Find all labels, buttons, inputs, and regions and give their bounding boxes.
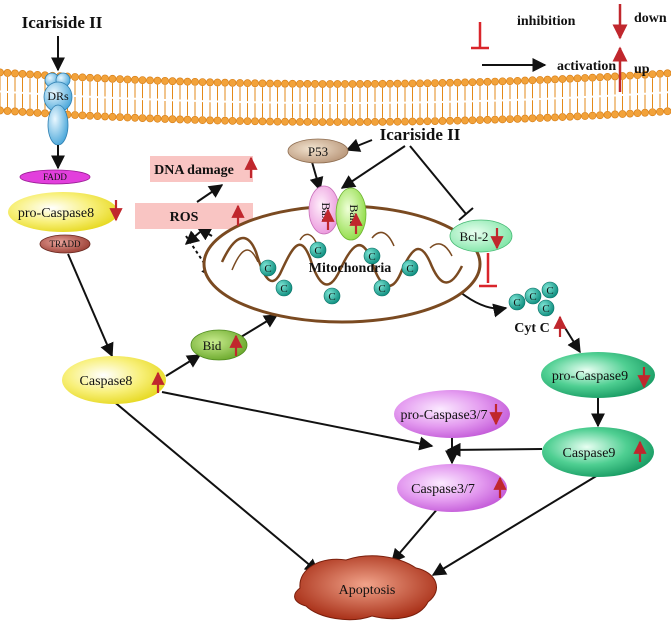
cytochrome-c-ball: C [309, 241, 327, 259]
caspase9-label: Caspase9 [563, 446, 616, 461]
apoptosis-label: Apoptosis [339, 583, 396, 598]
drs-label: DRs [47, 89, 69, 103]
arrow-bid-to-mito [235, 314, 279, 341]
pro-caspase9-label: pro-Caspase9 [552, 369, 628, 384]
legend-inhibition-label: inhibition [517, 14, 576, 29]
bid-label: Bid [203, 338, 222, 353]
arrow-mito-to-ros [196, 227, 213, 241]
arrow-ros-tick [184, 230, 201, 245]
c-label: C [542, 303, 549, 315]
icariside-mid-label: Icariside II [380, 125, 461, 144]
bax-label: Bax [319, 202, 333, 221]
icariside-top-label: Icariside II [22, 13, 103, 32]
c-label: C [264, 263, 271, 275]
p53-label: P53 [308, 144, 328, 159]
cell-membrane [0, 68, 671, 126]
cytochrome-c-ball: C [508, 293, 526, 311]
caspase37-node [397, 464, 507, 512]
arrow-ros-to-dna [196, 184, 224, 203]
inhibition-red [471, 22, 497, 288]
dna-damage-label: DNA damage [154, 163, 234, 178]
cyt-c-label: Cyt C [514, 321, 549, 336]
pro-caspase8-label: pro-Caspase8 [18, 206, 94, 221]
death-receptor: DRs [43, 72, 73, 146]
arrow-caspase8-to-bid [165, 354, 202, 377]
tradd-label: TRADD [50, 239, 81, 249]
c-label: C [513, 297, 520, 309]
cytochrome-c-ball: C [537, 299, 555, 317]
ros-label: ROS [170, 210, 199, 225]
arrow-cytc-to-procaspase9 [561, 322, 581, 354]
c-label: C [280, 283, 287, 295]
dna-damage-box [150, 156, 253, 182]
cytochrome-c-ball: C [259, 259, 277, 277]
arrow-drug-to-p53 [345, 138, 373, 152]
caspase8-node [62, 356, 166, 404]
p53-node [287, 138, 349, 164]
pro-caspase8-node [8, 192, 118, 232]
bak-label: Bak [347, 204, 361, 223]
caspase8-label: Caspase8 [80, 374, 133, 389]
inhibit-drug-to-bcl2 [409, 145, 467, 215]
arrow-caspase9-to-caspase37 [446, 442, 543, 457]
legend-activation-label: activation [557, 59, 616, 74]
bcl2-label: Bcl-2 [460, 229, 489, 244]
pro-caspase37-label: pro-Caspase3/7 [400, 408, 487, 423]
cytochrome-c-ball: C [275, 279, 293, 297]
pro-caspase9-node [541, 352, 655, 398]
arrow-mito-to-cytc [459, 291, 508, 318]
arrow-caspase8-to-caspase37 [161, 391, 434, 451]
c-label: C [546, 285, 553, 297]
caspase9-node [542, 427, 654, 477]
apoptosis-cell [294, 555, 438, 621]
cytochrome-c-ball: C [401, 259, 419, 277]
cytochrome-c-ball: C [363, 247, 381, 265]
cytochrome-c-ball: C [524, 287, 542, 305]
arrow-drug-to-bak [340, 145, 406, 189]
arrow-tradd-to-caspase8 [67, 253, 114, 358]
arrow-caspase9-to-apoptosis [431, 474, 599, 576]
caspase37-label: Caspase3/7 [411, 482, 475, 497]
arrow-p53-to-bax [309, 161, 324, 192]
c-label: C [529, 291, 536, 303]
regulation-arrows [109, 156, 651, 498]
c-label: C [314, 245, 321, 257]
cytochrome-c-ball: C [541, 281, 559, 299]
fadd-label: FADD [43, 172, 67, 182]
cytochrome-c-ball: C [373, 279, 391, 297]
pro-caspase37-node [394, 390, 510, 438]
fadd-node [19, 169, 91, 185]
arrow-caspase8-to-apoptosis [111, 399, 320, 573]
legend-up-label: up [634, 62, 650, 77]
inhibition-lines [409, 145, 474, 221]
cytochrome-c-ball: C [323, 287, 341, 305]
c-label: C [368, 251, 375, 263]
tradd-node [39, 234, 91, 254]
c-label: C [406, 263, 413, 275]
c-label: C [378, 283, 385, 295]
c-label: C [328, 291, 335, 303]
mitochondria-label: Mitochondria [309, 261, 391, 276]
legend: inhibition activation down up [517, 4, 667, 92]
legend-down-label: down [634, 11, 667, 26]
